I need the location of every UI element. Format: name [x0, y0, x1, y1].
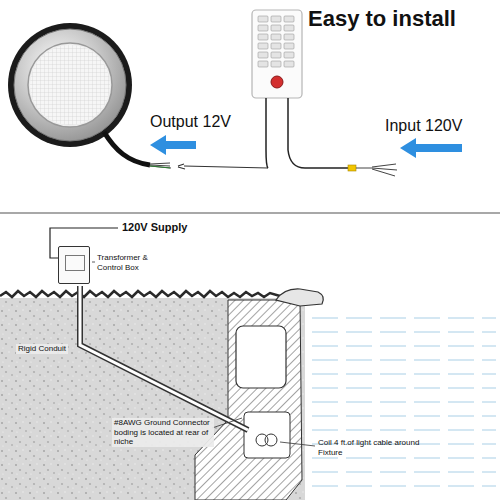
- coping: [276, 289, 323, 306]
- rigid-conduit-inner: [80, 286, 248, 430]
- callout-label: 120V Supply: [122, 221, 187, 234]
- keypad-button: [284, 16, 294, 22]
- control-box: [252, 10, 302, 98]
- keypad-button: [271, 34, 281, 40]
- keypad-button: [271, 61, 281, 67]
- callout-label: Coil 4 ft.of light cable around Fixture: [318, 438, 438, 457]
- input-wire-ends: [356, 164, 397, 176]
- transformer-box: Transformer & Control Box: [58, 246, 90, 284]
- keypad-button: [258, 16, 268, 22]
- water-line: [312, 458, 496, 459]
- title: Easy to install: [308, 6, 456, 32]
- rigid-conduit: [80, 286, 248, 430]
- input-cable: [288, 98, 348, 168]
- lamp-ring: [14, 29, 126, 141]
- water: [305, 305, 500, 500]
- keypad-button: [284, 52, 294, 58]
- box-label: Transformer & Control Box: [97, 253, 159, 272]
- divider: [0, 212, 500, 214]
- water-line: [312, 486, 496, 487]
- water-line: [312, 416, 496, 417]
- wire-ends: [150, 163, 171, 168]
- earth: [0, 298, 305, 500]
- lamp-lens: [28, 43, 112, 127]
- keypad-button: [258, 34, 268, 40]
- water-line: [312, 318, 496, 319]
- water-line: [312, 346, 496, 347]
- keypad-button: [284, 25, 294, 31]
- keypad-button: [258, 61, 268, 67]
- lamp-lens-rim: [28, 43, 112, 127]
- callout-label: Rigid Conduit: [16, 344, 68, 354]
- water-line: [312, 472, 496, 473]
- water-line: [312, 402, 496, 403]
- keypad-button: [258, 52, 268, 58]
- wire-connector: [348, 165, 356, 171]
- cable-coil: [265, 434, 277, 446]
- leader-line: [280, 442, 315, 446]
- voltage-label: Input 120V: [385, 116, 462, 135]
- keypad-button: [271, 43, 281, 49]
- output-arrow: [150, 135, 196, 155]
- input-arrow: [400, 138, 462, 158]
- output-cable: [266, 98, 268, 168]
- water-line: [312, 332, 496, 333]
- keypad-button: [271, 25, 281, 31]
- keypad-button: [258, 25, 268, 31]
- lamp-cable: [104, 132, 150, 165]
- keypad-button: [258, 43, 268, 49]
- water-line: [312, 360, 496, 361]
- grass: [0, 291, 280, 297]
- lamp-gasket: [8, 23, 132, 147]
- leader-line: [92, 262, 95, 263]
- water-line: [312, 430, 496, 431]
- box-marking: [65, 255, 85, 271]
- red-button: [271, 76, 283, 88]
- keypad-button: [284, 61, 294, 67]
- water-line: [312, 374, 496, 375]
- keypad-button: [271, 16, 281, 22]
- keypad-button: [284, 34, 294, 40]
- callout-label: #8AWG Ground Connector boding is located…: [112, 418, 214, 447]
- fixture-slot: [244, 412, 290, 458]
- keypad-button: [284, 43, 294, 49]
- voltage-label: Output 12V: [150, 112, 231, 131]
- leader-line: [212, 418, 242, 428]
- pool-wall: [195, 300, 302, 500]
- wire-ground: [150, 166, 170, 168]
- niche: [236, 326, 286, 388]
- water-line: [312, 388, 496, 389]
- keypad-button: [271, 52, 281, 58]
- output-wire: [178, 164, 268, 169]
